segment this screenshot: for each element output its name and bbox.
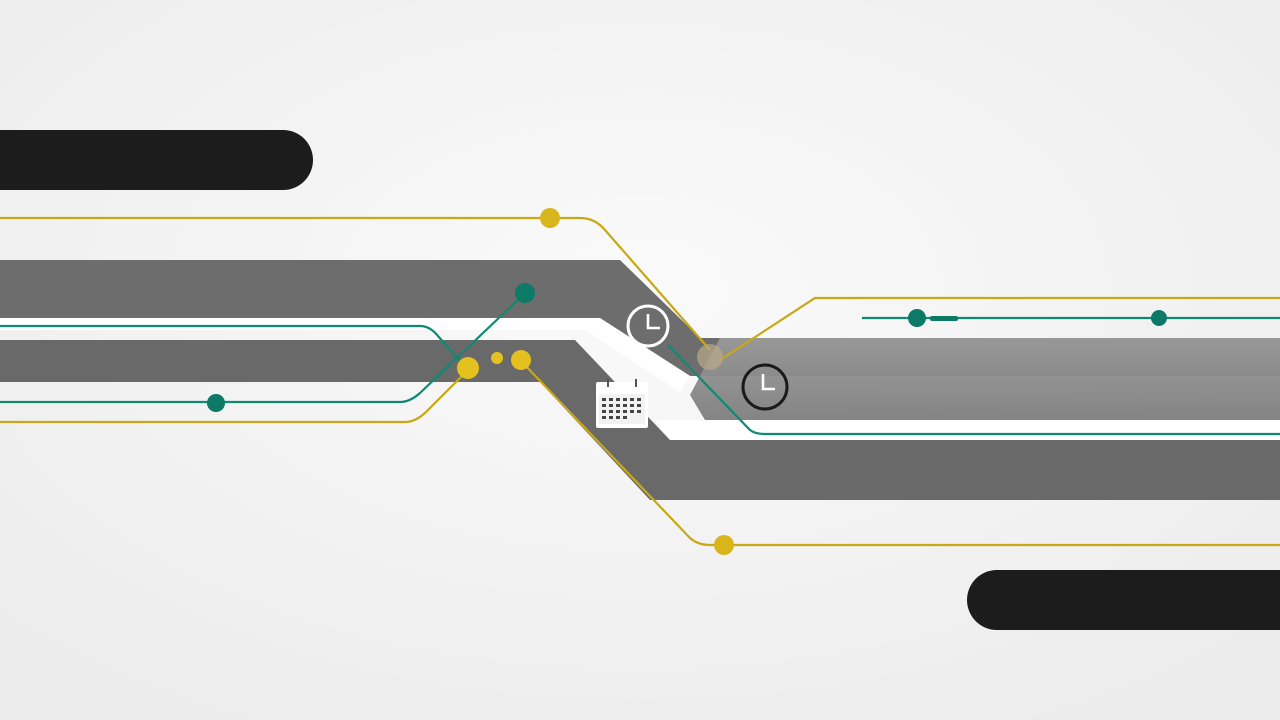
clock-icon — [741, 363, 789, 411]
grey-band-right-light — [690, 338, 1280, 420]
teal-dot — [207, 394, 225, 412]
clock-icon — [626, 304, 670, 348]
gold-dot — [540, 208, 560, 228]
gold-line-right-top — [719, 296, 1280, 361]
teal-line-left-upper — [0, 324, 473, 376]
gold-line-bottom — [521, 361, 1280, 547]
teal-dot — [908, 309, 926, 327]
gold-line-top — [0, 216, 711, 351]
black-pill-bottom-right — [967, 570, 1280, 630]
teal-line-left-lower — [0, 292, 526, 404]
teal-line-middle — [667, 344, 1280, 436]
teal-dash — [930, 316, 958, 321]
calendar-icon — [596, 379, 648, 428]
gold-line-left-bottom — [0, 367, 471, 424]
black-pill-top-left — [0, 130, 313, 190]
gold-dot — [714, 535, 734, 555]
teal-dot — [515, 283, 535, 303]
gold-dot — [491, 352, 503, 364]
gold-dot — [511, 350, 531, 370]
teal-dot — [1151, 310, 1167, 326]
gold-dot-faded — [697, 344, 723, 370]
gold-dot — [457, 357, 479, 379]
